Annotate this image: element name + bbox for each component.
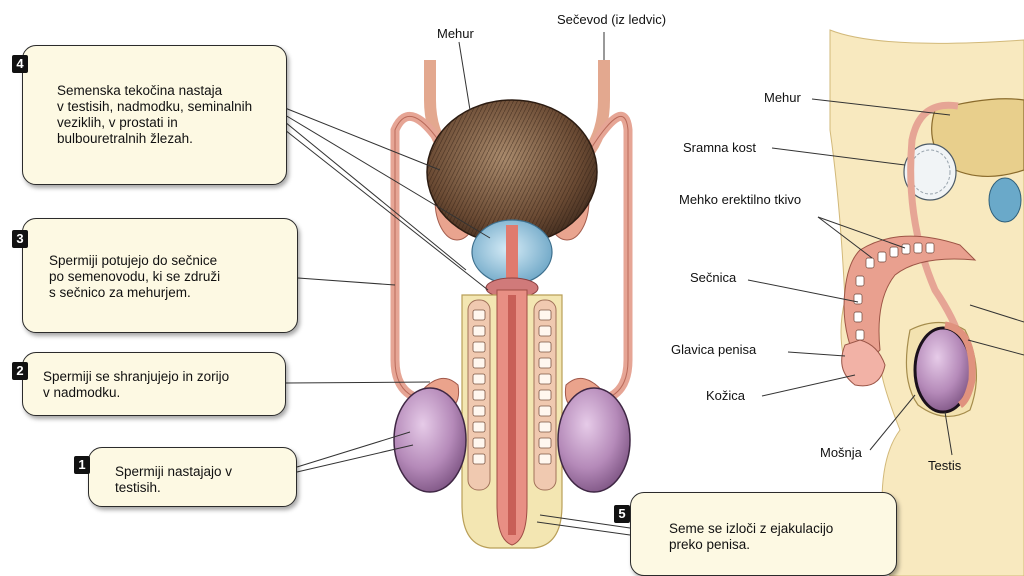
label-glans: Glavica penisa: [671, 342, 756, 357]
label-bladder-front: Mehur: [437, 26, 474, 41]
step-5-number: 5: [614, 505, 630, 523]
step-2-box: Spermiji se shranjujejo in zorijo v nadm…: [22, 352, 286, 416]
step-3-number: 3: [12, 230, 28, 248]
step-1-text: Spermiji nastajajo v testisih.: [115, 464, 232, 496]
step-3-box: Spermiji potujejo do sečnice po semenovo…: [22, 218, 298, 333]
label-vas-deferens: Sečevod (iz ledvic): [557, 12, 666, 27]
step-4-box: Semenska tekočina nastaja v testisih, na…: [22, 45, 287, 185]
label-erectile-tissue: Mehko erektilno tkivo: [679, 192, 801, 207]
label-scrotum: Mošnja: [820, 445, 862, 460]
label-testis: Testis: [928, 458, 961, 473]
label-bladder-side: Mehur: [764, 90, 801, 105]
step-5-text: Seme se izloči z ejakulacijo preko penis…: [669, 521, 833, 553]
step-1-box: Spermiji nastajajo v testisih.: [88, 447, 297, 507]
step-4-number: 4: [12, 55, 28, 73]
step-1-number: 1: [74, 456, 90, 474]
step-3-text: Spermiji potujejo do sečnice po semenovo…: [49, 253, 220, 301]
label-urethra: Sečnica: [690, 270, 736, 285]
label-pubic-bone: Sramna kost: [683, 140, 756, 155]
step-4-text: Semenska tekočina nastaja v testisih, na…: [57, 83, 252, 147]
step-5-box: Seme se izloči z ejakulacijo preko penis…: [630, 492, 897, 576]
front-view: [394, 60, 630, 548]
step-2-text: Spermiji se shranjujejo in zorijo v nadm…: [43, 369, 229, 401]
right-testis: [558, 388, 630, 492]
label-foreskin: Kožica: [706, 388, 745, 403]
step-2-number: 2: [12, 362, 28, 380]
left-testis: [394, 388, 466, 492]
